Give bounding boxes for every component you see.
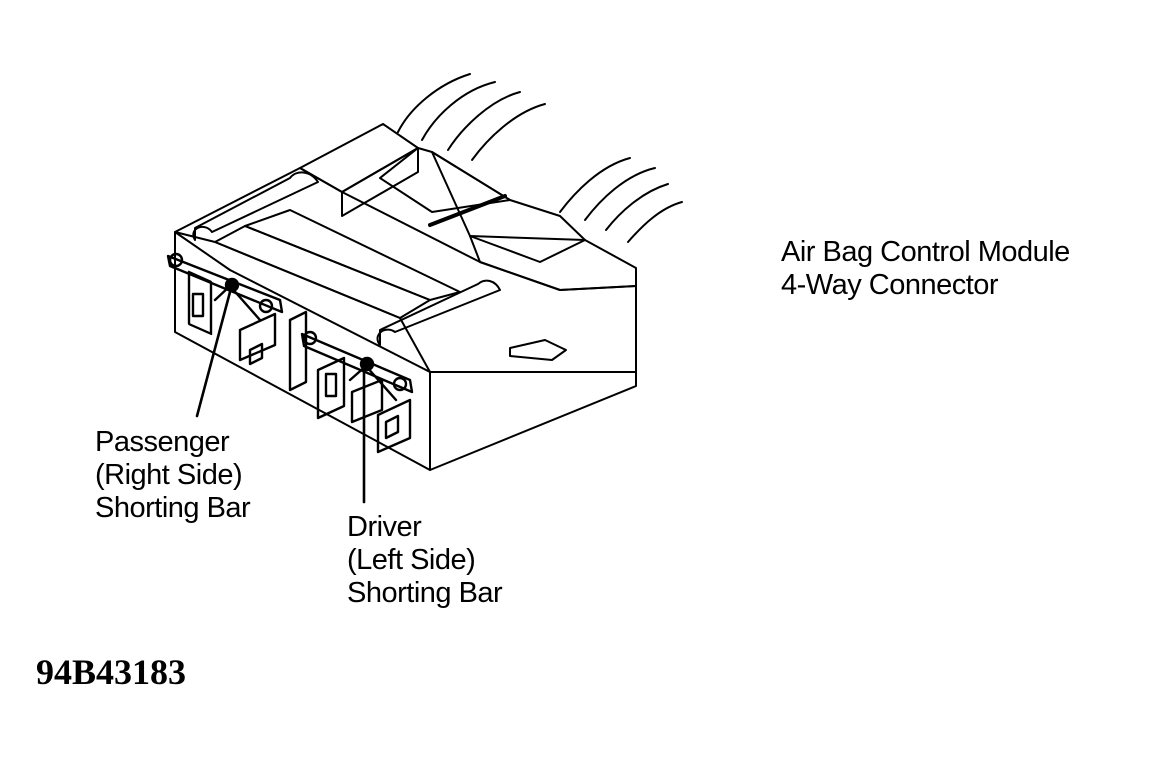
passenger-shorting-bar	[166, 252, 284, 322]
passenger-shorting-bar-label: Passenger (Right Side) Shorting Bar	[95, 426, 251, 525]
passenger-label-line-3: Shorting Bar	[95, 492, 251, 524]
connector-title-line-1: Air Bag Control Module	[781, 236, 1070, 268]
connector-title: Air Bag Control Module 4-Way Connector	[781, 236, 1070, 302]
driver-shorting-bar-label: Driver (Left Side) Shorting Bar	[347, 511, 503, 610]
driver-label-line-3: Shorting Bar	[347, 577, 503, 609]
terminal-cavities	[187, 270, 412, 454]
connector-title-line-2: 4-Way Connector	[781, 269, 999, 301]
driver-label-line-2: (Left Side)	[347, 544, 476, 576]
driver-label-line-1: Driver	[347, 511, 422, 543]
passenger-leader-line	[195, 290, 232, 418]
wire-bundle	[397, 73, 683, 243]
passenger-label-line-2: (Right Side)	[95, 459, 243, 491]
figure-id: 94B43183	[36, 652, 187, 692]
connector-housing	[174, 123, 637, 471]
driver-shorting-bar	[300, 330, 414, 402]
passenger-label-line-1: Passenger	[95, 426, 230, 458]
